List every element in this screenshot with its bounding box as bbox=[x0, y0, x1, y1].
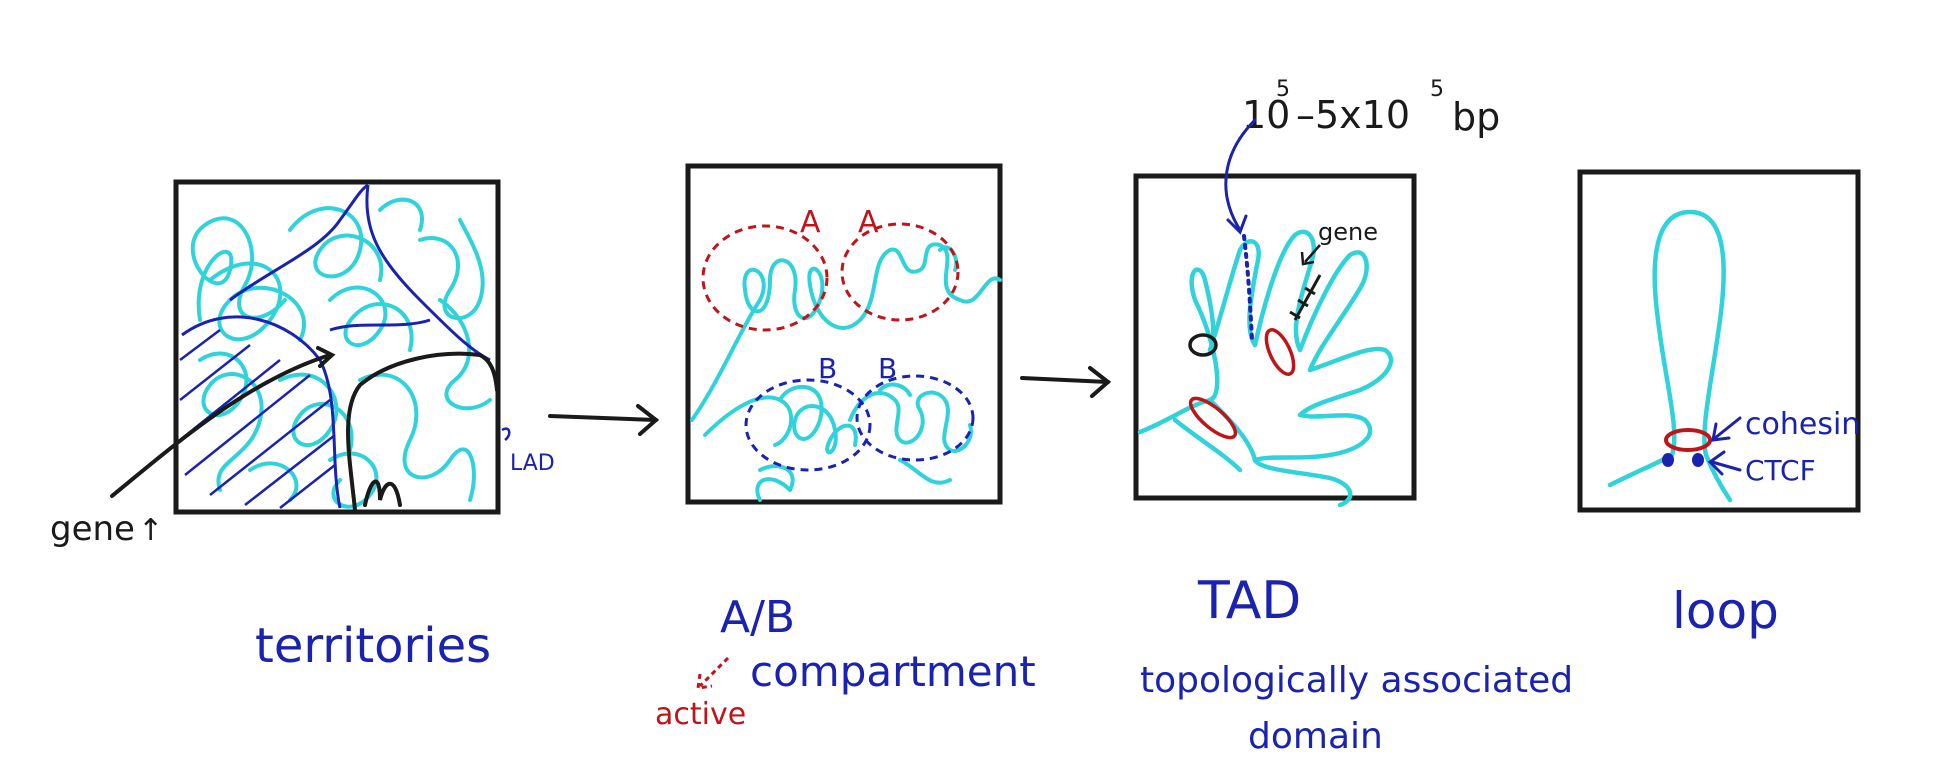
size-exponent-1: 5 bbox=[1276, 77, 1290, 102]
panel-tad: 10 5 –5x10 5 bp gene TAD topologically a… bbox=[1133, 77, 1573, 757]
size-mid: –5x10 bbox=[1296, 93, 1410, 137]
arrow-territories-to-compartment bbox=[548, 404, 660, 436]
gene-label: gene bbox=[50, 509, 135, 549]
active-label: active bbox=[655, 697, 746, 732]
ctcf-dots bbox=[1662, 453, 1704, 467]
gene-up-arrow-glyph: ↑ bbox=[138, 513, 163, 548]
compartment-title-line2: compartment bbox=[750, 647, 1036, 696]
size-exponent-2: 5 bbox=[1430, 77, 1444, 102]
lad-label: LAD bbox=[510, 451, 555, 476]
lad-loop bbox=[346, 351, 499, 512]
loop-title: loop bbox=[1672, 582, 1779, 640]
gene-arrow bbox=[110, 346, 336, 498]
panel-loop: cohesin CTCF loop bbox=[1577, 169, 1861, 640]
tad-gene-pointer bbox=[1300, 244, 1321, 266]
size-unit: bp bbox=[1452, 95, 1500, 139]
lad-pointer bbox=[501, 427, 511, 442]
panel-territories: gene ↑ LAD territories bbox=[50, 179, 555, 674]
tad-span-marker bbox=[1242, 234, 1254, 342]
ctcf-pointer bbox=[1707, 450, 1742, 476]
tad-subtitle-line2: domain bbox=[1248, 716, 1383, 757]
compartment-title: A/B bbox=[720, 592, 795, 643]
loop-box bbox=[1577, 169, 1861, 513]
compartment-box bbox=[685, 163, 1003, 505]
panel-compartment: A A B B A/B compartment active bbox=[655, 163, 1036, 732]
territories-title: territories bbox=[255, 618, 491, 674]
size-pointer-arrow bbox=[1224, 118, 1257, 235]
label-a-second: A bbox=[858, 205, 879, 240]
label-b-first: B bbox=[818, 352, 837, 385]
tad-gene-label: gene bbox=[1318, 218, 1378, 246]
cohesin-pointer bbox=[1711, 416, 1742, 442]
tad-box bbox=[1133, 173, 1417, 501]
size-base: 10 bbox=[1242, 93, 1290, 137]
label-b-second: B bbox=[878, 352, 897, 385]
cohesin-label: cohesin bbox=[1745, 407, 1860, 442]
tad-subtitle-line1: topologically associated bbox=[1140, 660, 1573, 701]
territories-chromatin bbox=[190, 197, 492, 509]
ctcf-label: CTCF bbox=[1745, 454, 1816, 487]
tad-chromatin bbox=[1137, 229, 1394, 508]
tad-title: TAD bbox=[1197, 571, 1301, 631]
compartment-b-regions bbox=[744, 374, 975, 472]
tad-anchors bbox=[1188, 328, 1296, 440]
arrow-compartment-to-tad bbox=[1020, 366, 1112, 398]
compartment-a-regions bbox=[701, 222, 960, 332]
territories-box bbox=[173, 179, 501, 515]
cohesin-ring bbox=[1664, 428, 1712, 452]
tad-gene-marker bbox=[1289, 274, 1322, 321]
active-pointer bbox=[696, 656, 730, 690]
territory-boundaries bbox=[181, 183, 491, 509]
tad-size-annotation: 10 5 –5x10 5 bp bbox=[1242, 77, 1500, 139]
label-a-first: A bbox=[800, 205, 821, 240]
